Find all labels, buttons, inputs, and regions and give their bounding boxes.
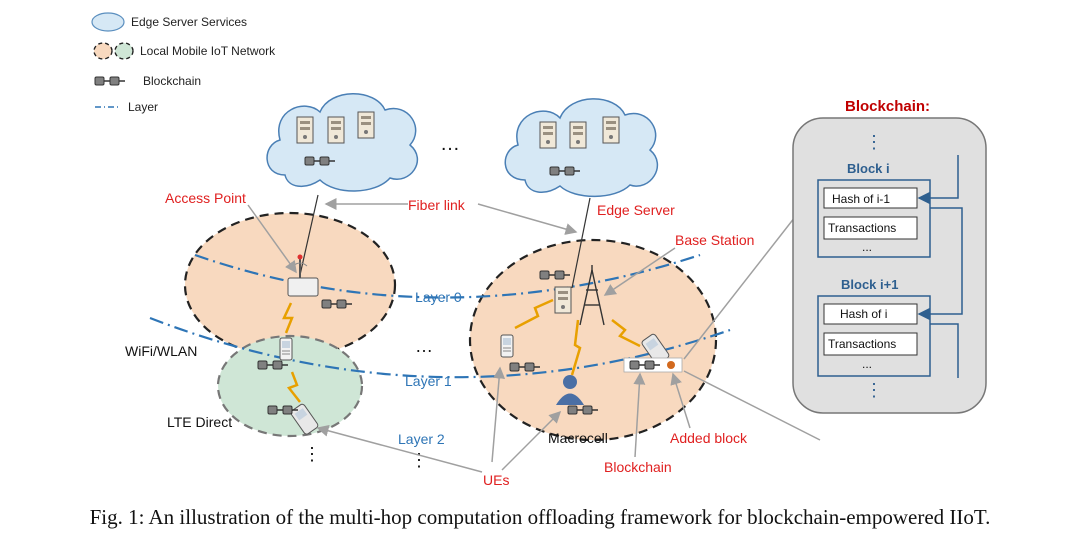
cell-ellipsis: … — [415, 336, 433, 356]
access-point-arrow — [247, 204, 297, 274]
panel-vdots-bottom: ⋮ — [865, 380, 883, 400]
panel-vdots-top: ⋮ — [865, 132, 883, 152]
legend: Edge Server Services Local Mobile IoT Ne… — [91, 12, 276, 114]
legend-green-network-icon — [114, 42, 134, 60]
layer-1-label: Layer 1 — [405, 373, 452, 389]
wireless-link-icon — [611, 319, 641, 348]
legend-edge-services: Edge Server Services — [131, 15, 247, 29]
legend-blockchain-icon — [94, 76, 126, 86]
layer-2-label: Layer 2 — [398, 431, 445, 447]
hash-link-arrow-top — [917, 155, 959, 204]
macrocell-blockchain-icon — [623, 357, 683, 373]
block-i-title: Block i — [847, 161, 890, 176]
base-station-server-icon — [554, 286, 572, 314]
ue-phone-icon — [500, 334, 514, 358]
access-point-label: Access Point — [165, 190, 246, 206]
cloud-server-icon — [539, 121, 557, 149]
cloud-server-icon — [357, 111, 375, 139]
block-i1-transactions — [823, 332, 918, 356]
legend-blockchain: Blockchain — [143, 74, 201, 88]
edge-cloud-left — [266, 93, 419, 192]
access-point-icon — [287, 254, 319, 297]
block-i-hash-text: Hash of i-1 — [832, 192, 890, 206]
fiber-link-right — [571, 197, 591, 289]
framework-diagram: Edge Server Services Local Mobile IoT Ne… — [91, 12, 987, 488]
figure-caption: Fig. 1: An illustration of the multi-hop… — [89, 505, 991, 529]
fiber-link-left — [299, 194, 319, 276]
lte-direct-label: LTE Direct — [167, 414, 232, 430]
ue-user-icon — [556, 375, 584, 405]
edge-cloud-right — [504, 98, 659, 198]
edge-server-label: Edge Server — [597, 202, 675, 218]
macrocell-label: Macrocell — [548, 430, 608, 446]
hash-link-arrow-bottom — [930, 323, 959, 378]
layer-1-line — [149, 316, 731, 379]
base-station-tower-icon — [579, 265, 605, 326]
base-station-arrow — [603, 247, 676, 296]
legend-orange-network-icon — [93, 42, 113, 60]
block-i-hash — [823, 187, 918, 209]
wireless-link-icon — [570, 319, 582, 376]
ues-arrow-middle — [491, 366, 506, 463]
blockchain-arrow — [633, 372, 646, 458]
cloud-server-icon — [327, 116, 345, 144]
fiber-link-arrow-right — [477, 203, 578, 235]
wireless-link-icon — [282, 302, 294, 334]
ue-handset-icon — [290, 403, 319, 435]
wireless-link-icon — [514, 298, 554, 330]
layer-0-line — [194, 253, 701, 299]
wireless-link-icon — [286, 371, 301, 403]
added-block-arrow — [670, 372, 691, 429]
legend-cloud-icon — [91, 12, 125, 32]
zoom-line-lower — [683, 370, 821, 441]
cloud-ellipsis: … — [440, 133, 460, 155]
block-i1-hash — [823, 303, 918, 325]
macrocell — [468, 238, 718, 442]
block-i-more: ... — [862, 240, 872, 254]
ue-phone-icon — [279, 337, 293, 361]
ues-arrow-left — [316, 424, 483, 473]
block-i-transactions-text: Transactions — [828, 221, 896, 235]
blockchain-label: Blockchain — [604, 459, 672, 475]
block-i-transactions — [823, 216, 918, 240]
cloud-server-icon — [569, 121, 587, 149]
block-i1-more: ... — [862, 357, 872, 371]
block-i1-transactions-text: Transactions — [828, 337, 896, 351]
legend-local-network: Local Mobile IoT Network — [140, 44, 276, 58]
block-i1-hash-text: Hash of i — [840, 307, 887, 321]
hash-link-arrow-middle — [917, 207, 963, 320]
lte-direct-cell — [216, 334, 364, 438]
cloud-server-icon — [296, 116, 314, 144]
lte-vdots: ⋮ — [303, 444, 321, 464]
fiber-link-label: Fiber link — [408, 197, 466, 213]
added-block-label: Added block — [670, 430, 748, 446]
layer-vdots: ⋮ — [410, 450, 428, 470]
block-i1-title: Block i+1 — [841, 277, 898, 292]
wifi-wlan-label: WiFi/WLAN — [125, 343, 197, 359]
ues-label: UEs — [483, 472, 509, 488]
blockchain-panel-title: Blockchain: — [845, 98, 930, 115]
ues-arrow-right — [501, 410, 562, 471]
base-station-label: Base Station — [675, 232, 754, 248]
cloud-server-icon — [602, 116, 620, 144]
layer-0-label: Layer 0 — [415, 289, 462, 305]
legend-layer: Layer — [128, 100, 158, 114]
